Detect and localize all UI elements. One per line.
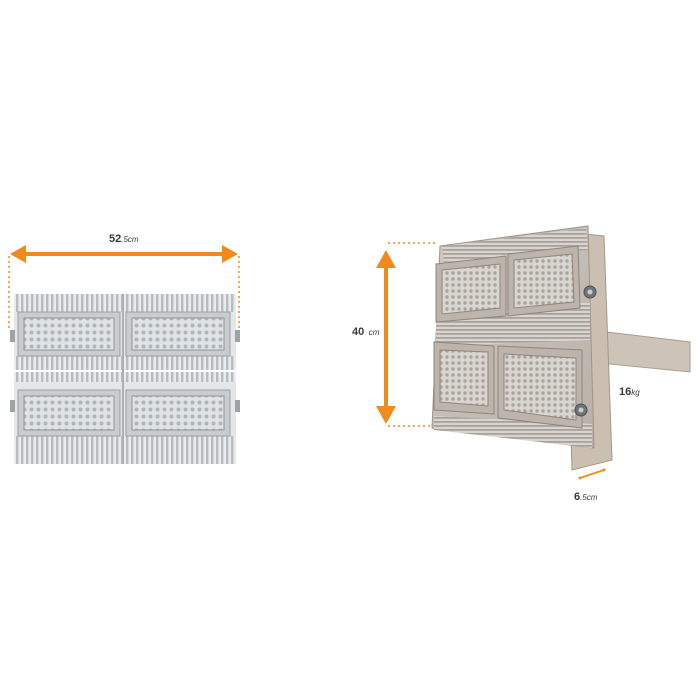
height-unit: cm — [368, 328, 380, 337]
depth-label: 6.5cm — [574, 487, 597, 505]
weight-unit: kg — [631, 388, 640, 397]
weight-value: 16 — [619, 386, 632, 398]
width-arrow — [8, 245, 240, 330]
depth-unit: .5cm — [580, 493, 598, 502]
height-arrow — [376, 242, 438, 427]
front-led-module — [17, 389, 121, 437]
width-value: 52 — [109, 233, 122, 245]
height-value: 40 — [352, 326, 365, 338]
width-label: 52.5cm — [109, 229, 139, 247]
height-label: 40 cm — [352, 322, 379, 340]
front-led-module — [17, 311, 121, 357]
front-led-module — [125, 311, 231, 357]
width-unit: .5cm — [121, 235, 139, 244]
depth-value: 6 — [574, 491, 581, 503]
weight-label: 16kg — [619, 382, 640, 400]
depth-indicator — [578, 468, 606, 480]
side-view-illustration — [431, 225, 691, 471]
front-led-module — [125, 389, 231, 437]
